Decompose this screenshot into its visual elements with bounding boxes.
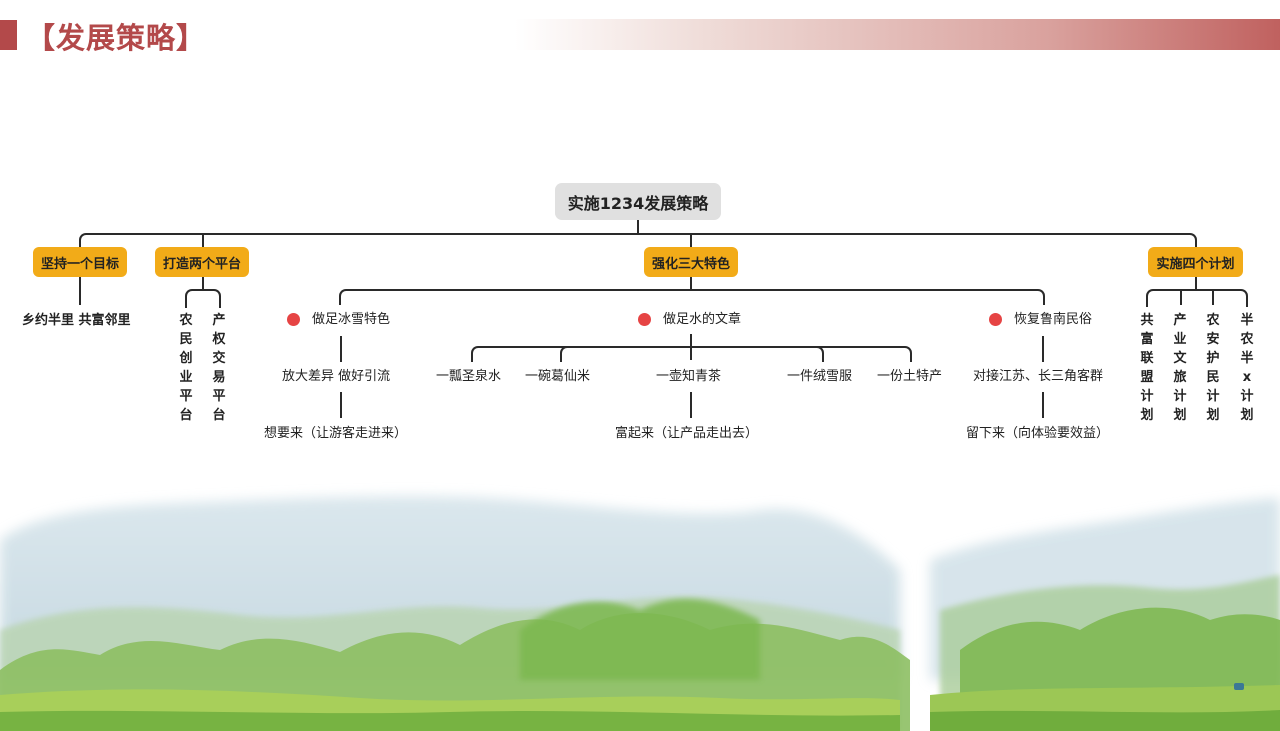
plan-item: 产业文旅计划	[1173, 313, 1187, 423]
bullet-dot	[989, 313, 1002, 326]
feature-connector	[340, 392, 342, 418]
water-sub-corner	[560, 346, 572, 362]
feature-bottom: 富起来（让产品走出去）	[615, 426, 759, 441]
plan-item: 共富联盟计划	[1140, 313, 1154, 423]
feature-mid: 放大差异 做好引流	[282, 369, 391, 384]
plans-line	[1158, 289, 1236, 291]
features-connector	[690, 277, 692, 290]
trunk-drop-platforms	[202, 233, 204, 247]
title-accent-bar	[0, 20, 17, 50]
water-sub-corner	[812, 346, 824, 362]
feature-connector	[1042, 392, 1044, 418]
water-center-drop	[690, 346, 692, 360]
plan-item: 半农半x计划	[1240, 313, 1254, 423]
plan-item: 农安护民计划	[1206, 313, 1220, 423]
water-left-corner	[471, 346, 485, 362]
bullet-dot	[287, 313, 300, 326]
water-item: 一碗葛仙米	[525, 369, 591, 384]
bullet-dot	[638, 313, 651, 326]
feature-title: 做足冰雪特色	[312, 312, 391, 327]
trunk-drop-features	[690, 233, 692, 247]
feature-title: 做足水的文章	[663, 312, 742, 327]
feature-title: 恢复鲁南民俗	[1014, 312, 1093, 327]
feature-mid: 对接江苏、长三角客群	[973, 369, 1104, 384]
platforms-connector	[202, 277, 204, 289]
branch-goal: 坚持一个目标	[33, 247, 127, 277]
plans-left-corner	[1146, 289, 1160, 307]
platforms-left-corner	[185, 289, 204, 308]
watercolor-landscape	[0, 480, 1280, 731]
plans-drop	[1180, 289, 1182, 305]
water-right-corner	[898, 346, 912, 362]
goal-connector	[79, 277, 81, 305]
root-connector	[637, 220, 639, 234]
trunk-line	[91, 233, 1185, 235]
platform-item: 农民创业平台	[179, 313, 193, 423]
feature-connector	[1042, 336, 1044, 362]
feature-connector	[690, 392, 692, 418]
water-item: 一瓢圣泉水	[436, 369, 502, 384]
water-item: 一件绒雪服	[787, 369, 853, 384]
features-line	[351, 289, 1031, 291]
branch-features: 强化三大特色	[644, 247, 738, 277]
branch-platforms: 打造两个平台	[155, 247, 249, 277]
feature-bottom: 想要来（让游客走进来）	[264, 426, 408, 441]
plans-connector	[1195, 277, 1197, 289]
branch-plans: 实施四个计划	[1148, 247, 1243, 277]
trunk-right-corner	[1183, 233, 1197, 249]
goal-content: 乡约半里 共富邻里	[22, 313, 131, 328]
feature-connector	[340, 336, 342, 362]
water-item: 一壶知青茶	[656, 369, 722, 384]
root-node: 实施1234发展策略	[555, 183, 721, 220]
feature-bottom: 留下来（向体验要效益）	[966, 426, 1110, 441]
trunk-left-corner	[79, 233, 93, 249]
plans-right-corner	[1234, 289, 1248, 307]
page-title: 【发展策略】	[26, 21, 207, 55]
features-left-corner	[339, 289, 353, 305]
feature-connector	[690, 334, 692, 347]
plans-drop	[1212, 289, 1214, 305]
platforms-right-corner	[202, 289, 221, 308]
water-item: 一份土特产	[877, 369, 943, 384]
platform-item: 产权交易平台	[212, 313, 226, 423]
features-right-corner	[1031, 289, 1045, 305]
header-gradient-band	[515, 19, 1280, 50]
